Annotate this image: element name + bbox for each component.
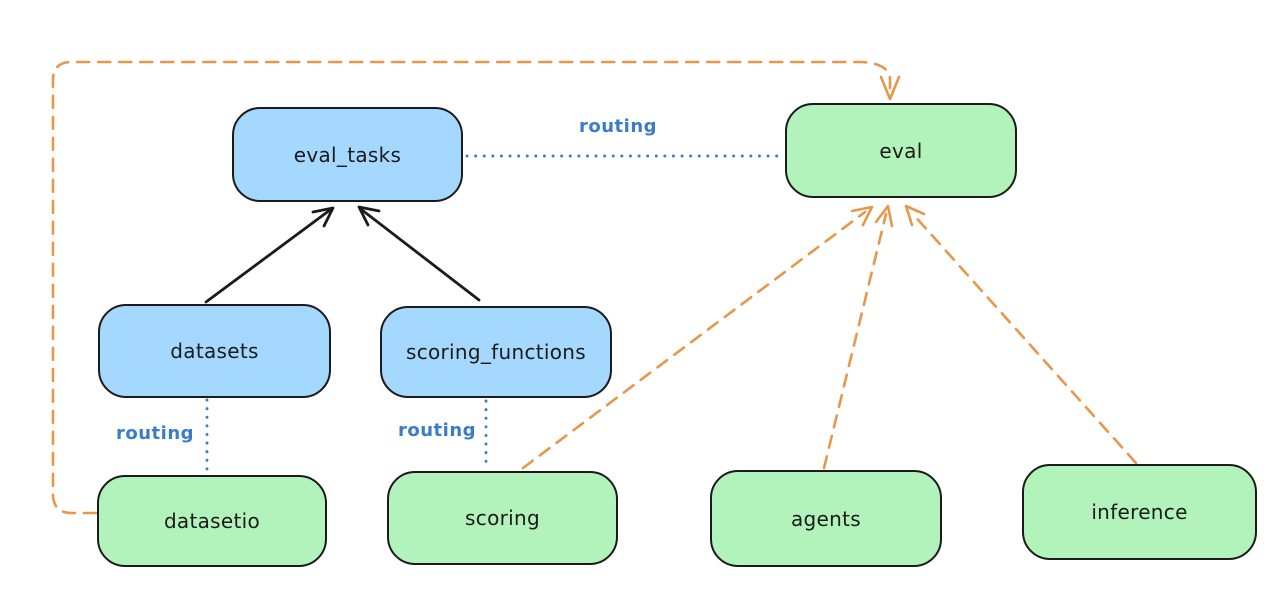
arrowhead-inference-to-eval-icon xyxy=(904,204,926,227)
node-scoring-functions-label: scoring_functions xyxy=(405,340,587,364)
node-datasets-label: datasets xyxy=(170,339,259,363)
node-inference[interactable]: inference xyxy=(1022,464,1257,560)
node-inference-label: inference xyxy=(1091,500,1188,524)
edge-label-routing-scoring-functions-scoring: routing xyxy=(397,420,477,441)
edge-label-routing-datasets-datasetio: routing xyxy=(115,423,195,444)
edge-label-routing-eval-tasks-eval: routing xyxy=(578,116,658,137)
arrowhead-datasets-to-eval-tasks-icon xyxy=(311,206,335,228)
node-eval[interactable]: eval xyxy=(785,103,1017,198)
node-eval-label: eval xyxy=(879,138,923,163)
node-eval-tasks-label: eval_tasks xyxy=(293,142,402,167)
arrowhead-scoring-functions-to-eval-tasks-icon xyxy=(357,205,381,227)
node-scoring[interactable]: scoring xyxy=(387,471,618,565)
node-scoring-label: scoring xyxy=(465,506,540,530)
node-scoring-functions[interactable]: scoring_functions xyxy=(380,306,612,398)
edge-inference-to-eval xyxy=(910,211,1138,465)
arrowhead-datasetio-to-eval-icon xyxy=(879,75,901,101)
edge-datasetio-to-eval xyxy=(51,60,892,515)
node-datasets[interactable]: datasets xyxy=(98,304,331,398)
edge-scoring-functions-to-eval-tasks xyxy=(360,208,481,302)
node-agents[interactable]: agents xyxy=(710,470,942,567)
arrowhead-agents-to-eval-icon xyxy=(874,204,894,228)
node-agents-label: agents xyxy=(791,506,861,531)
edge-agents-to-eval xyxy=(822,212,888,470)
node-datasetio[interactable]: datasetio xyxy=(97,475,327,567)
edge-datasets-to-eval-tasks xyxy=(204,208,332,304)
node-eval-tasks[interactable]: eval_tasks xyxy=(232,107,463,202)
arrowhead-scoring-to-eval-icon xyxy=(850,205,874,227)
node-datasetio-label: datasetio xyxy=(163,509,261,533)
edge-scoring-to-eval xyxy=(521,210,867,470)
